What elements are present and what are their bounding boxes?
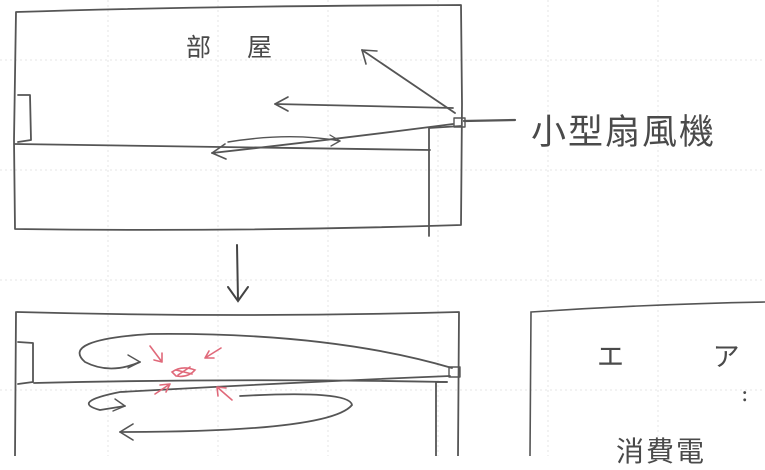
floor-line-bottom <box>33 379 448 384</box>
door-left-top <box>17 94 32 143</box>
fan-leader-line <box>462 118 517 123</box>
airflow-arrow-mid <box>274 103 454 109</box>
room-label: 部 屋 <box>186 33 286 62</box>
heat-convergence-marks <box>149 345 233 401</box>
airflow-return <box>119 393 353 433</box>
airflow-loop-upper <box>78 332 453 370</box>
fan-icon-bottom <box>448 366 461 378</box>
airflow-arrow-up <box>361 49 456 114</box>
panel-text-line-1: エ ア <box>597 342 765 373</box>
room-bottom <box>14 311 461 456</box>
airflow-loop-lower <box>87 375 451 411</box>
door-left-bottom <box>17 341 34 385</box>
panel-box <box>529 301 765 456</box>
transition-arrow <box>227 244 249 303</box>
sketch-drawing <box>0 0 765 456</box>
airflow-eddy-top <box>227 136 341 143</box>
cabinet-right-top <box>428 125 462 237</box>
fan-icon-top <box>453 117 466 128</box>
panel-text-line-2: : <box>741 382 749 407</box>
fan-label: 小型扇風機 <box>531 113 717 153</box>
floor-line-top <box>14 143 431 151</box>
panel-text-line-3: 消費電 <box>616 435 707 468</box>
room-top <box>13 4 517 237</box>
cabinet-right-bottom <box>435 381 448 456</box>
